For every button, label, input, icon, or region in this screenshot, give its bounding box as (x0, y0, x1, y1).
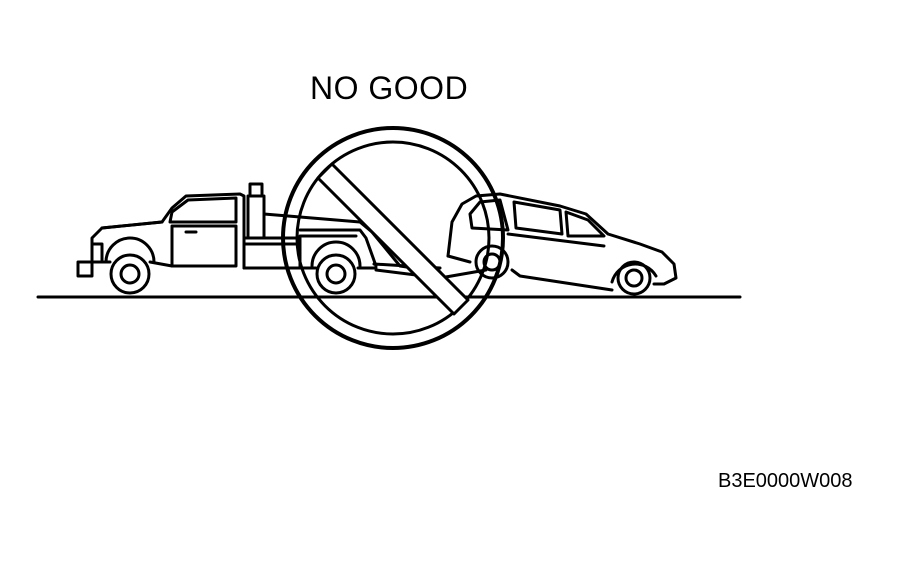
no-good-caption: NO GOOD (310, 70, 469, 106)
minivan-icon (446, 192, 678, 296)
prohibition-sign-icon (281, 126, 505, 350)
figure-code: B3E0000W008 (718, 470, 853, 492)
